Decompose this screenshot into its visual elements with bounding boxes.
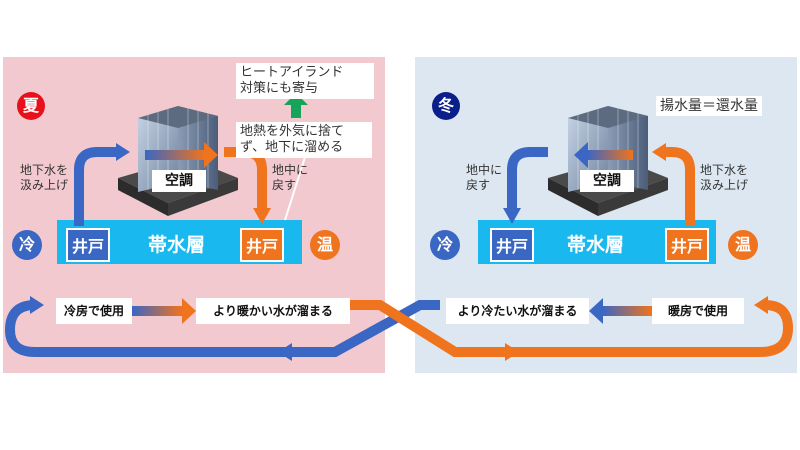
up-arrow-icon [284,93,308,118]
summer-label-flow-arrow [132,298,196,324]
summer-well-right: 井戸 [240,228,284,262]
winter-store-label: より冷たい水が溜まる [446,298,589,324]
seasonal-loop [4,296,794,361]
winter-right-note: 地下水を汲み上げ [700,163,749,192]
winter-aircon-label: 空調 [580,170,634,192]
winter-return-pipe [503,147,548,224]
summer-supply-pipe [74,143,130,226]
summer-left-note: 地下水を汲み上げ [20,163,69,192]
callout-pointer [284,153,307,221]
summer-warm-badge: 温 [310,230,340,260]
winter-warm-badge: 温 [728,230,758,260]
balance-note: 揚水量＝還水量 [656,96,762,116]
summer-store-label: より暖かい水が溜まる [196,298,350,324]
winter-cold-badge: 冷 [430,230,460,260]
summer-season-badge: 夏 [17,92,45,120]
summer-use-label: 冷房で使用 [56,298,132,324]
summer-aquifer-label: 帯水層 [148,234,206,256]
summer-aircon-label: 空調 [152,170,206,192]
winter-left-note: 地中に戻す [466,163,503,192]
winter-supply-pipe [652,143,695,226]
winter-season-badge: 冬 [432,92,460,120]
summer-well-left: 井戸 [66,228,110,262]
winter-aircon-flow-arrow [574,142,633,168]
building-icon [548,106,668,216]
winter-use-label: 暖房で使用 [652,298,744,324]
winter-well-right: 井戸 [665,228,709,262]
heat-island-callout: ヒートアイランド対策にも寄与 [236,63,374,99]
geothermal-callout: 地熱を外気に捨てず、地下に溜める [236,122,372,158]
winter-well-left: 井戸 [490,228,534,262]
summer-aircon-flow-arrow [145,142,218,168]
building-icon [118,106,238,216]
summer-right-note: 地中に戻す [272,163,309,192]
winter-aquifer-label: 帯水層 [567,234,625,256]
summer-cold-badge: 冷 [12,230,42,260]
winter-label-flow-arrow [589,298,652,324]
